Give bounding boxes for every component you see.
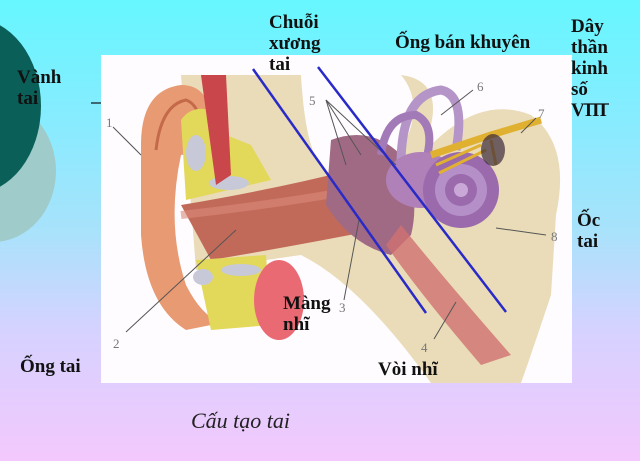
label-mang-nhi: Màng nhĩ: [283, 293, 331, 335]
svg-text:6: 6: [477, 79, 484, 94]
svg-text:5: 5: [309, 93, 316, 108]
svg-text:7: 7: [538, 106, 545, 121]
svg-text:4: 4: [421, 340, 428, 355]
ear-cross-section-art: 1 2 3 4 5 6 7 8: [106, 75, 561, 383]
reference-numbers: 1 2 3 4 5 6 7 8: [106, 79, 558, 355]
label-voi-nhi: Vòi nhĩ: [378, 359, 438, 380]
ear-anatomy-illustration: 1 2 3 4 5 6 7 8: [101, 55, 572, 383]
svg-text:2: 2: [113, 336, 120, 351]
diagram-caption: Cấu tạo tai: [191, 408, 291, 433]
svg-text:8: 8: [551, 229, 558, 244]
svg-text:1: 1: [106, 115, 113, 130]
label-chuoi-xuong-tai: Chuỗi xương tai: [269, 12, 321, 75]
label-day-than-kinh-so-viii: Dây thần kinh số VIII: [571, 16, 608, 121]
label-ong-tai: Ống tai: [20, 356, 81, 377]
label-oc-tai: Ốc tai: [577, 210, 601, 252]
label-vanh-tai: Vành tai: [17, 67, 62, 109]
label-ong-ban-khuyen: Ống bán khuyên: [395, 32, 531, 53]
svg-text:3: 3: [339, 300, 346, 315]
